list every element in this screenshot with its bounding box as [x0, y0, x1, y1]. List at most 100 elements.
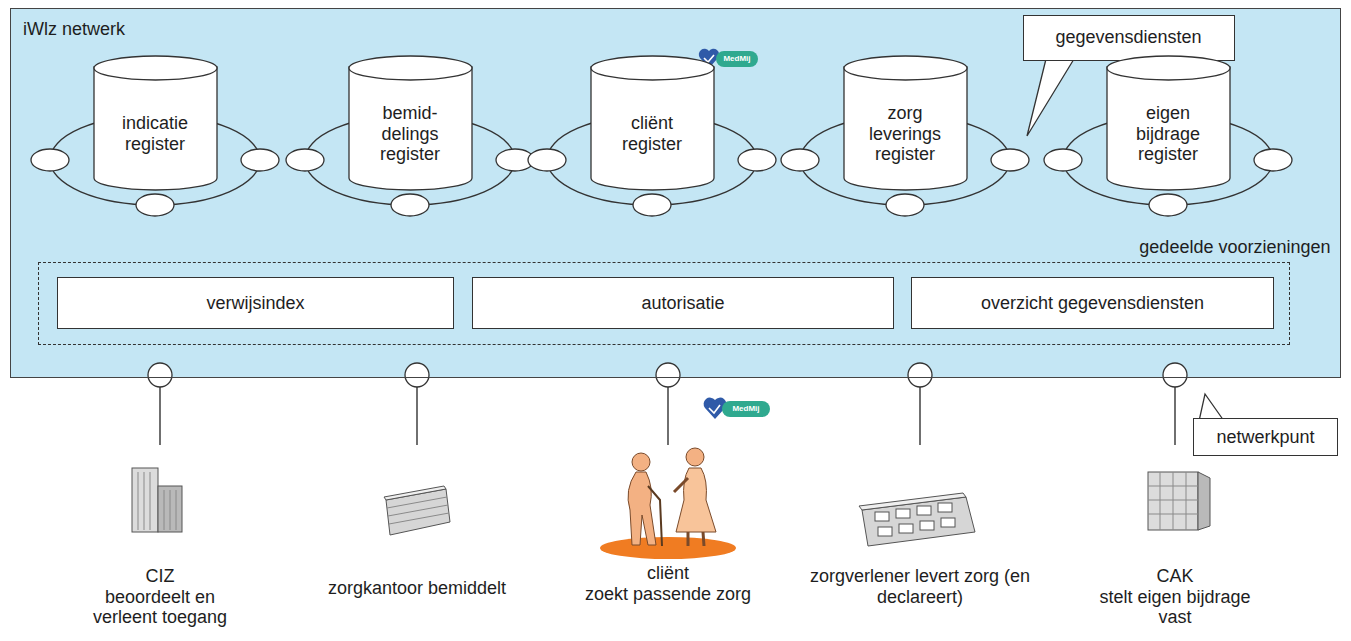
- cylinder-top: [1107, 56, 1230, 80]
- client-figures: [686, 448, 704, 466]
- client-figures: [632, 453, 650, 471]
- node-label: netwerkpunt: [1216, 427, 1314, 448]
- zorgverlener-building: [896, 509, 910, 518]
- data-service: [1044, 149, 1082, 171]
- cak-building: [1148, 472, 1198, 530]
- zorgverlener-building: [899, 524, 913, 533]
- node-label: verwijsindex: [206, 293, 304, 314]
- network-point: [908, 363, 932, 387]
- data-service: [1254, 149, 1292, 171]
- zorgverlener-building: [878, 527, 892, 536]
- data-service: [528, 149, 566, 171]
- register-cylinder: zorg leverings register: [843, 55, 968, 190]
- actor-name: CAK: [1083, 566, 1267, 587]
- data-service: [286, 149, 324, 171]
- network-point: [1163, 363, 1187, 387]
- group-heading: gedeelde voorzieningen: [1139, 237, 1330, 258]
- network-point: [656, 363, 680, 387]
- callout-pointer: [1027, 59, 1074, 136]
- actor-role: zoekt passende zorg: [563, 584, 773, 605]
- register-cylinder: eigen bijdrage register: [1106, 55, 1231, 190]
- network-panel: iWlz netwerkindicatie registerbemid- del…: [10, 8, 1341, 378]
- data-service: [136, 194, 174, 216]
- actor: zorgverlener levert zorg (en declareert): [794, 445, 1046, 607]
- medmij-logo: [716, 51, 758, 67]
- data-service: [241, 149, 279, 171]
- network-point: [405, 363, 429, 387]
- callout-pointer: [1199, 394, 1224, 421]
- node-label: autorisatie: [641, 293, 724, 314]
- callout-box: gegevensdiensten: [1023, 15, 1235, 61]
- data-service: [31, 149, 69, 171]
- client-figures: [628, 472, 656, 545]
- medmij-logo: [704, 398, 770, 419]
- actor-role: beoordeelt en verleent toegang: [75, 587, 245, 628]
- ciz-building: [138, 472, 176, 530]
- actor: zorgkantoor bemiddelt: [307, 445, 527, 599]
- actor-role: stelt eigen bijdrage vast: [1083, 587, 1267, 628]
- zorgkantoor-building: [387, 497, 449, 524]
- shared-facilities-group: gedeelde voorzieningenverwijsindexautori…: [38, 262, 1290, 345]
- ciz-building: [132, 468, 158, 532]
- network-ground: [10, 8, 1341, 378]
- medmij-logo: [709, 405, 720, 413]
- data-service: [738, 149, 776, 171]
- logo-text: MedMij: [722, 405, 770, 413]
- data-service: [391, 194, 429, 216]
- node-label: cliënt register: [609, 113, 695, 154]
- facility-box: verwijsindex: [57, 277, 454, 329]
- cylinder-top: [349, 56, 472, 80]
- actor-name: CIZ: [75, 566, 245, 587]
- cylinder-body: [1107, 67, 1230, 190]
- ciz-building: [132, 468, 182, 532]
- cylinder-top: [591, 56, 714, 80]
- client-figures: [688, 532, 704, 546]
- medmij-logo: [722, 401, 770, 417]
- data-service: [633, 194, 671, 216]
- actor-role: zorgverlener levert zorg (en declareert): [794, 566, 1046, 607]
- client-figures: [600, 448, 736, 559]
- logo-text: MedMij: [716, 55, 758, 63]
- cak-building: [1148, 472, 1210, 530]
- actor: CIZbeoordeelt en verleent toegang: [75, 445, 245, 628]
- cylinder-body: [844, 67, 967, 190]
- cak-building: [1198, 472, 1210, 530]
- zorgverlener-building: [917, 506, 931, 515]
- node-label: indicatie register: [112, 113, 198, 154]
- data-service: [1149, 194, 1187, 216]
- zorgkantoor-building: [384, 486, 446, 500]
- zorgverlener-building: [938, 503, 952, 512]
- node-label: bemid- delings register: [367, 103, 453, 165]
- network-connector: [416, 378, 417, 445]
- actor-role: zorgkantoor bemiddelt: [307, 578, 527, 599]
- node-label: zorg leverings register: [862, 103, 948, 165]
- callout-box: netwerkpunt: [1193, 418, 1338, 456]
- facility-box: autorisatie: [472, 277, 894, 329]
- cylinder-body: [94, 67, 217, 190]
- facility-box: overzicht gegevensdiensten: [911, 277, 1274, 329]
- network-connector: [919, 378, 920, 445]
- network-point: [148, 363, 172, 387]
- data-service: [781, 149, 819, 171]
- cak-building: [1148, 472, 1198, 530]
- client-figures: [674, 478, 688, 492]
- data-service: [991, 149, 1029, 171]
- network-connector: [667, 378, 668, 445]
- cylinder-body: [349, 67, 472, 190]
- actor: cliëntzoekt passende zorg: [563, 445, 773, 604]
- actor-name: cliënt: [563, 563, 773, 584]
- cylinder-body: [591, 67, 714, 190]
- client-figures: [600, 537, 736, 559]
- cylinder-top: [94, 56, 217, 80]
- register-cylinder: indicatie register: [93, 55, 218, 190]
- zorgverlener-building: [941, 518, 955, 527]
- zorgverlener-building: [875, 512, 889, 521]
- client-figures: [648, 486, 662, 546]
- node-label: eigen bijdrage register: [1125, 103, 1211, 165]
- client-figures: [676, 468, 716, 532]
- zorgverlener-building: [920, 521, 934, 530]
- register-cylinder: bemid- delings register: [348, 55, 473, 190]
- node-label: gegevensdiensten: [1055, 27, 1201, 48]
- node-label: overzicht gegevensdiensten: [981, 293, 1204, 314]
- register-cylinder: cliënt register: [590, 55, 715, 190]
